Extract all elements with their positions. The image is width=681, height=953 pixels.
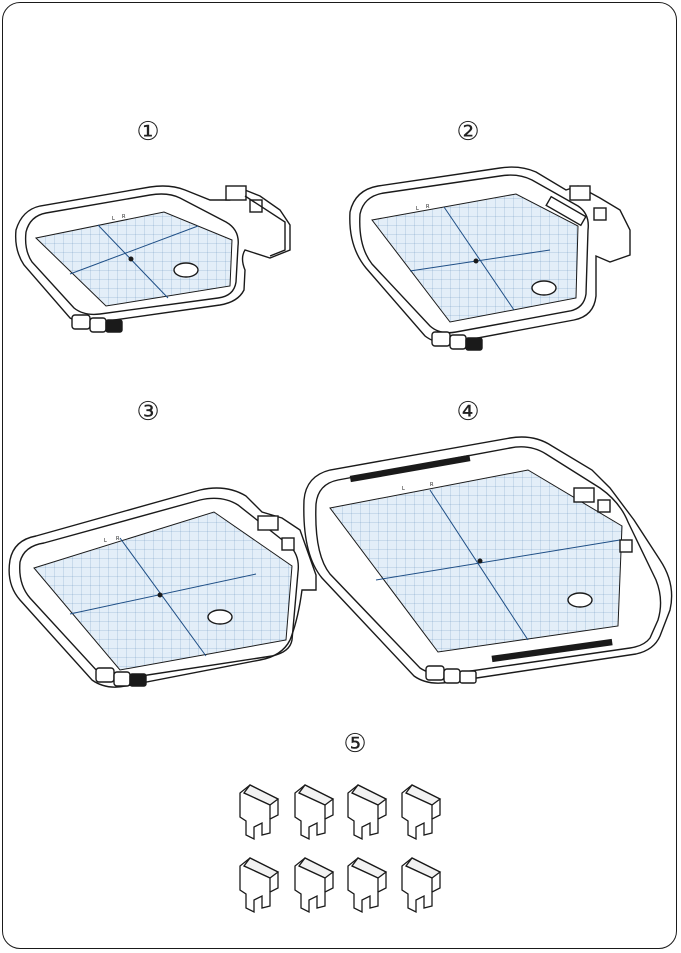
hoop-1: L R: [14, 185, 291, 333]
hoop-2-right-letter: R: [426, 204, 430, 210]
hoop-4: L R: [303, 436, 673, 684]
hoop-4-right-letter: R: [430, 482, 434, 488]
clip-set: [239, 784, 442, 914]
clip: [239, 784, 280, 841]
hoop-3: L R: [8, 487, 317, 688]
figure-label-5: ⑤: [343, 729, 367, 759]
clip: [401, 784, 442, 841]
hoop-1-left-letter: L: [112, 216, 115, 222]
clip: [347, 857, 388, 914]
clip: [239, 857, 280, 914]
hoop-3-left-letter: L: [104, 538, 107, 544]
clip: [294, 857, 335, 914]
figure-label-3: ③: [136, 397, 160, 427]
figure-label-1: ①: [136, 117, 160, 147]
clip: [401, 857, 442, 914]
hoop-4-left-letter: L: [402, 486, 405, 492]
clip: [347, 784, 388, 841]
clip: [294, 784, 335, 841]
hoop-2-left-letter: L: [416, 206, 419, 212]
hoop-3-right-letter: R: [116, 536, 120, 542]
figure-label-4: ④: [456, 397, 480, 427]
figure-label-2: ②: [456, 117, 480, 147]
hoop-2: L R: [349, 166, 631, 351]
hoop-1-right-letter: R: [122, 214, 126, 220]
